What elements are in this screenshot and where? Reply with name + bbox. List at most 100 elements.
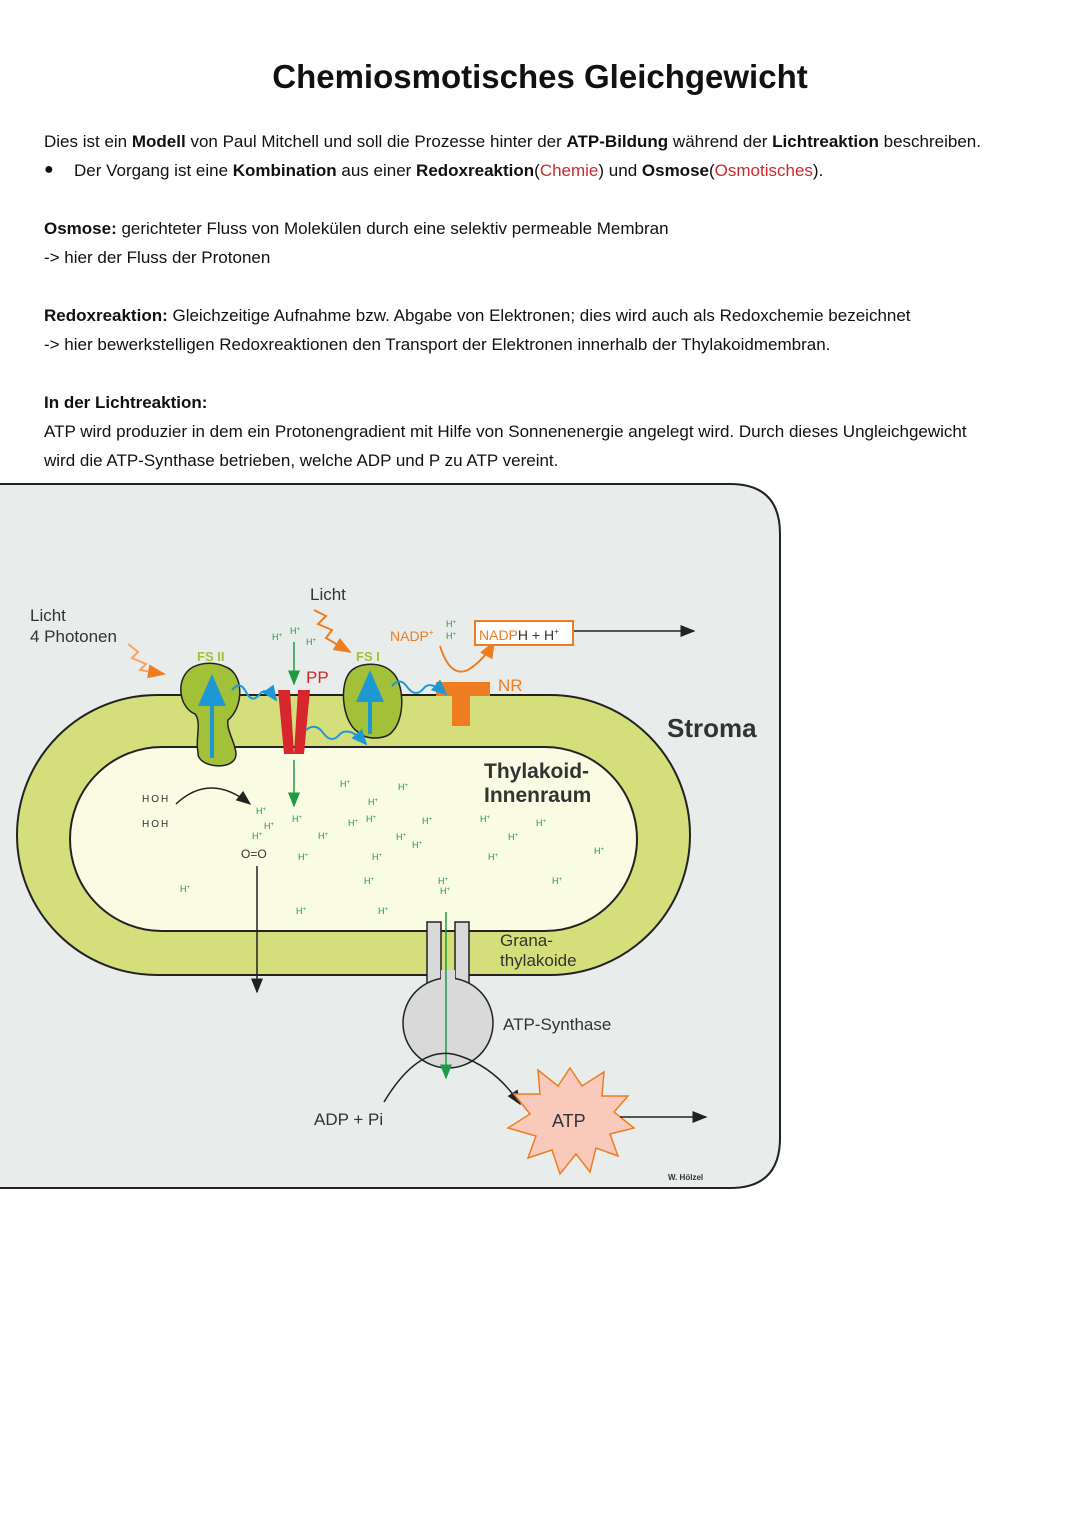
light-label: Licht [30, 606, 66, 625]
proton-label: H+ [290, 626, 301, 636]
lumen-label: Innenraum [484, 784, 591, 807]
nadph-box [474, 620, 574, 646]
bullet-term-osmose: Osmose [641, 161, 709, 180]
bullet-text: Der Vorgang ist eine [74, 161, 233, 180]
intro-term-atp-bildung: ATP-Bildung [566, 132, 669, 151]
proton-label: H+ [348, 818, 359, 828]
osmose-definition: Osmose: gerichteter Fluss von Molekülen … [44, 218, 669, 240]
proton-label: H+ [488, 852, 499, 862]
light-label: Licht [310, 585, 346, 604]
atp-synthase-label: ATP-Synthase [503, 1015, 611, 1034]
redox-note: -> hier bewerkstelligen Redoxreaktionen … [44, 335, 831, 354]
nadp-label: NADP+ [390, 628, 434, 644]
intro-text: beschreiben. [878, 132, 981, 151]
credit: W. Hölzel [668, 1173, 703, 1182]
atp-burst [506, 1066, 636, 1176]
bullet-term-osmotisches: Osmotisches [714, 161, 813, 180]
lichtreaktion-heading: In der Lichtreaktion: [44, 393, 208, 412]
proton-label: H+ [256, 806, 267, 816]
proton-label: H+ [422, 816, 433, 826]
intro-text: Dies ist ein [44, 132, 132, 151]
proton-label: H+ [396, 832, 407, 842]
proton-label: H+ [552, 876, 563, 886]
proton-label: H+ [440, 886, 451, 896]
bullet-item: Der Vorgang ist eine Kombination aus ein… [74, 161, 824, 180]
proton-label: H+ [372, 852, 383, 862]
proton-label: H+ [180, 884, 191, 894]
redox-text: Gleichzeitige Aufnahme bzw. Abgabe von E… [167, 306, 911, 325]
proton-label: H+ [438, 876, 449, 886]
proton-label: H+ [364, 876, 375, 886]
bullet-text: ). [812, 161, 824, 180]
intro-term-modell: Modell [131, 132, 186, 151]
intro-term-lichtreaktion: Lichtreaktion [772, 132, 879, 151]
intro-paragraph: Dies ist ein Modell von Paul Mitchell un… [44, 131, 981, 153]
nr-label: NR [498, 676, 523, 695]
atp-label: ATP [552, 1111, 586, 1131]
water-split-arrow [175, 787, 252, 805]
bullet-marker: ● [44, 161, 54, 178]
atp-synthase-channel [441, 970, 455, 1000]
proton-label: H+ [378, 906, 389, 916]
osmose-note: -> hier der Fluss der Protonen [44, 248, 271, 267]
stroma-label: Stroma [667, 713, 757, 743]
oxygen-molecule: O=O [241, 847, 267, 861]
osmose-text: gerichteter Fluss von Molekülen durch ei… [116, 219, 669, 238]
redox-term: Redoxreaktion: [44, 306, 168, 325]
nadph-label: NADPH + H+ [479, 627, 559, 643]
proton-label: H+ [272, 632, 283, 642]
bullet-term-kombination: Kombination [232, 161, 337, 180]
proton-label: H+ [298, 852, 309, 862]
photosystem-i [342, 663, 403, 739]
lichtreaktion-line: wird die ATP-Synthase betrieben, welche … [44, 451, 559, 470]
bullet-term-redoxreaktion: Redoxreaktion [416, 161, 535, 180]
proton-label: H+ [536, 818, 547, 828]
grana-label: Grana- [500, 931, 553, 950]
proton-label: H+ [264, 821, 275, 831]
redox-definition: Redoxreaktion: Gleichzeitige Aufnahme bz… [44, 305, 911, 327]
pp-label: PP [306, 668, 329, 687]
proton-label: H+ [292, 814, 303, 824]
pp-protein [278, 690, 294, 754]
osmose-term: Osmose: [44, 219, 117, 238]
bullet-text: aus einer [336, 161, 417, 180]
proton-label: H+ [368, 797, 379, 807]
proton-label: H+ [340, 779, 351, 789]
proton-label: H+ [366, 814, 377, 824]
light-label: 4 Photonen [30, 627, 117, 646]
fs2-label: FS II [197, 649, 224, 664]
proton-label: H+ [480, 814, 491, 824]
proton-label: H+ [318, 831, 329, 841]
electron-path [231, 684, 278, 702]
adp-label: ADP + Pi [314, 1110, 383, 1129]
proton-label: H+ [508, 832, 519, 842]
photon-arrow [313, 609, 352, 654]
chemiosmosis-diagram: Stroma Thylakoid- Innenraum Grana- thyla… [0, 483, 781, 1189]
nadp-reductase [436, 682, 490, 726]
intro-text: während der [668, 132, 773, 151]
lichtreaktion-line: ATP wird produzier in dem ein Protonengr… [44, 422, 967, 441]
fs1-label: FS I [356, 649, 380, 664]
lumen-protons: H+H+H+H+H+H+H+H+H+H+H+H+H+H+H+H+H+H+H+H+… [180, 779, 605, 916]
proton-label: H+ [398, 782, 409, 792]
proton-label: H+ [252, 831, 263, 841]
electron-path [391, 679, 448, 696]
proton-label: H+ [594, 846, 605, 856]
proton-label: H+ [306, 637, 317, 647]
phosphorylation-arrow [383, 1052, 521, 1106]
proton-label: H+ [412, 840, 423, 850]
page-title: Chemiosmotisches Gleichgewicht [272, 58, 808, 95]
bullet-text: und [604, 161, 642, 180]
electron-path [305, 725, 368, 746]
intro-text: von Paul Mitchell und soll die Prozesse … [185, 132, 567, 151]
bullet-term-chemie: Chemie [539, 161, 599, 180]
grana-label: thylakoide [500, 951, 577, 970]
photon-arrow [127, 643, 166, 679]
reduction-arrow [439, 640, 495, 673]
lumen-label: Thylakoid- [484, 760, 589, 783]
proton-label: H+ [296, 906, 307, 916]
thylakoid-lumen [69, 746, 638, 932]
proton-label: H+ [446, 631, 457, 641]
